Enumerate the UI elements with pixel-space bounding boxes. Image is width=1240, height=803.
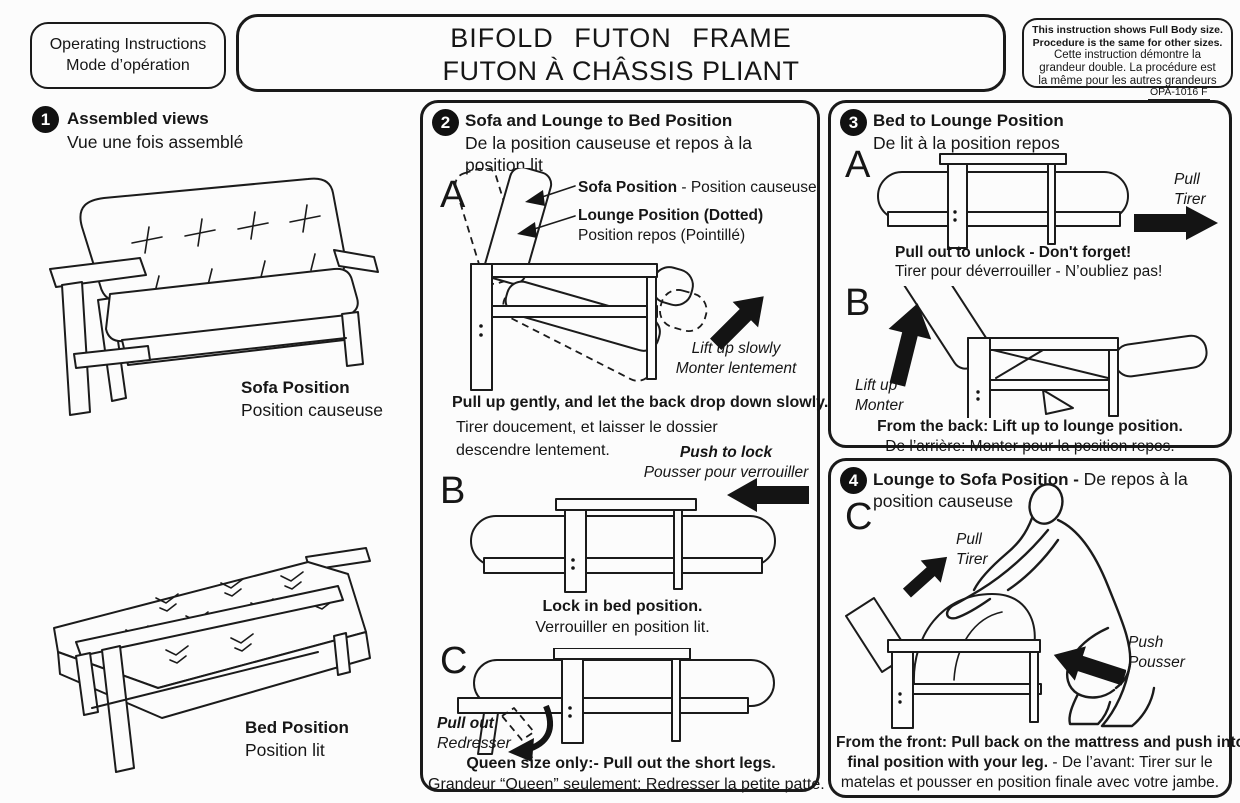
section2-number-badge: 2 [432, 109, 459, 136]
step-c-caption: Queen size only:- Pull out the short leg… [428, 753, 825, 795]
lift-up-arrow-icon [710, 296, 764, 350]
sofa-tuft-marks [131, 204, 321, 293]
pull-label-3a: Pull Tirer [1174, 170, 1206, 210]
pull-arrow-icon-4 [902, 556, 948, 598]
main-title-fr: FUTON À CHÂSSIS PLIANT [442, 56, 800, 86]
step-b-letter: B [440, 470, 466, 512]
step-c-letter: C [440, 640, 468, 682]
lift-up-slowly-label: Lift up slowly Monter lentement [660, 339, 812, 379]
section4-number-badge: 4 [840, 467, 867, 494]
operating-instructions-fr: Mode d’opération [66, 57, 190, 74]
section3-step-b-letter: B [845, 282, 871, 324]
step-3a-caption-fr: Tirer pour déverrouiller - N’oubliez pas… [895, 263, 1163, 280]
section4-title-en: Lounge to Sofa Position - [873, 470, 1084, 489]
bed-frame-front-diagram-b [470, 498, 776, 593]
callout-lounge-position-en: Lounge Position (Dotted) [578, 207, 764, 224]
step-a-caption-fr2: descendre lentement. [456, 442, 610, 459]
lounge-side-diagram-3b [901, 286, 1208, 418]
section3-title-fr: De lit à la position repos [873, 133, 1060, 153]
section2-title-fr1: De la position causeuse et repos à la [465, 133, 752, 153]
step-4c-caption-l2-bold: final position with your leg. [847, 754, 1049, 771]
person-outline [945, 483, 1156, 728]
main-title-en: BIFOLD FUTON FRAME [450, 23, 792, 53]
step-c-caption-en: Queen size only:- Pull out the short leg… [466, 755, 776, 772]
section4-title-fr1: De repos à la [1083, 469, 1188, 489]
callout-lounge-position: Lounge Position (Dotted) Position repos … [578, 206, 763, 246]
push-4-fr: Pousser [1128, 654, 1185, 671]
step-4c-caption-l1: From the front: Pull back on the mattres… [836, 734, 1240, 751]
lift-up-3b-fr: Monter [855, 397, 904, 414]
push-to-lock-fr: Pousser pour verrouiller [643, 464, 809, 481]
bed-frame-front-diagram-3a [877, 153, 1129, 249]
callout-sofa-position: Sofa Position - Position causeuse [578, 178, 817, 198]
push-to-lock-label: Push to lock Pousser pour verrouiller [640, 443, 812, 483]
pull-3a-fr: Tirer [1174, 191, 1206, 208]
size-note-fr2: grandeur double. La procédure est [1039, 62, 1216, 74]
step-3b-caption-en: From the back: Lift up to lounge positio… [877, 418, 1183, 435]
pull-out-label: Pull out Redresser [437, 714, 511, 754]
pull-4-fr: Tirer [956, 551, 988, 568]
sofa-position-illustration [49, 177, 379, 416]
bed-frame-front-diagram-c [457, 648, 775, 762]
pull-4-en: Pull [956, 531, 982, 548]
section1-title-fr: Vue une fois assemblé [67, 132, 244, 152]
size-note-en2: Procedure is the same for other sizes. [1032, 36, 1223, 49]
operating-instructions-en: Operating Instructions [49, 36, 207, 53]
step-b-caption-fr: Verrouiller en position lit. [535, 619, 710, 636]
step-4c-caption-l3: matelas et pousser en position finale av… [840, 774, 1220, 791]
lift-up-arrow-icon-3b [888, 303, 932, 387]
push-arrow-icon-4 [1053, 646, 1126, 686]
lift-up-label-3b: Lift up Monter [855, 376, 903, 416]
lift-up-slowly-fr: Monter lentement [675, 360, 797, 377]
sofa-lounge-side-diagram [454, 168, 708, 391]
push-label-4: Push Pousser [1128, 633, 1185, 673]
section3-step-a-letter: A [845, 144, 871, 186]
bed-position-illustration [53, 547, 371, 773]
pull-3a-en: Pull [1174, 171, 1200, 188]
person-pushing-futon-illustration [845, 483, 1156, 729]
step-4c-caption-l2-rest: - De l’avant: Tirer sur le [1048, 754, 1213, 771]
section4-step-c-letter: C [845, 496, 873, 538]
step-3b-caption-fr: De l’arrière: Monter pour la position re… [885, 438, 1175, 455]
step-3a-caption-en: Pull out to unlock - Don't forget! [895, 244, 1132, 261]
size-note-box: This instruction shows Full Body size. P… [1022, 18, 1233, 88]
section1-number-badge: 1 [32, 106, 59, 133]
step-a-caption-en: Pull up gently, and let the back drop do… [452, 394, 829, 411]
size-note-fr3: la même pour les autres grandeurs [1038, 75, 1217, 87]
section3-title-en: Bed to Lounge Position [873, 111, 1064, 130]
callout-sofa-position-fr: - Position causeuse [677, 179, 817, 196]
size-note-fr1: Cette instruction démontre la [1053, 49, 1202, 61]
pull-out-en: Pull out [437, 715, 494, 732]
step-4c-caption-l2: final position with your leg. - De l’ava… [836, 753, 1224, 773]
pull-out-fr: Redresser [437, 735, 511, 752]
bed-caption-fr: Position lit [245, 740, 325, 760]
push-left-arrow-icon [727, 478, 809, 512]
callout-sofa-position-en: Sofa Position [578, 179, 678, 196]
size-note-en1: This instruction shows Full Body size. [1032, 24, 1223, 36]
section4-title-line1: Lounge to Sofa Position - De repos à la [873, 468, 1188, 491]
section1-title-en: Assembled views [67, 109, 209, 128]
sofa-caption-en: Sofa Position [241, 378, 350, 397]
part-number: OPA-1016 F [1148, 86, 1210, 100]
section3-number-badge: 3 [840, 109, 867, 136]
main-title-box: BIFOLD FUTON FRAME FUTON À CHÂSSIS PLIAN… [236, 14, 1006, 92]
push-to-lock-en: Push to lock [679, 444, 773, 461]
step-b-caption: Lock in bed position. Verrouiller en pos… [455, 596, 790, 638]
push-4-en: Push [1128, 634, 1164, 651]
section2-title-en: Sofa and Lounge to Bed Position [465, 111, 733, 130]
step-c-caption-fr: Grandeur “Queen” seulement: Redresser la… [428, 776, 825, 793]
lift-up-slowly-en: Lift up slowly [691, 340, 781, 357]
callout-lounge-position-fr: Position repos (Pointillé) [578, 227, 746, 244]
section4-title-fr2: position causeuse [873, 491, 1014, 511]
step-3b-caption: From the back: Lift up to lounge positio… [832, 417, 1228, 457]
sofa-caption-fr: Position causeuse [241, 400, 384, 420]
pull-right-arrow-icon [1134, 206, 1218, 240]
pull-label-4: Pull Tirer [956, 530, 988, 570]
step-a-caption-fr1: Tirer doucement, et laisser le dossier [456, 419, 718, 436]
operating-instructions-box: Operating Instructions Mode d’opération [30, 22, 226, 89]
bed-caption-en: Bed Position [245, 718, 349, 737]
step-b-caption-en: Lock in bed position. [542, 598, 703, 615]
lift-up-3b-en: Lift up [855, 377, 898, 394]
step-4c-caption: From the front: Pull back on the mattres… [836, 733, 1240, 793]
